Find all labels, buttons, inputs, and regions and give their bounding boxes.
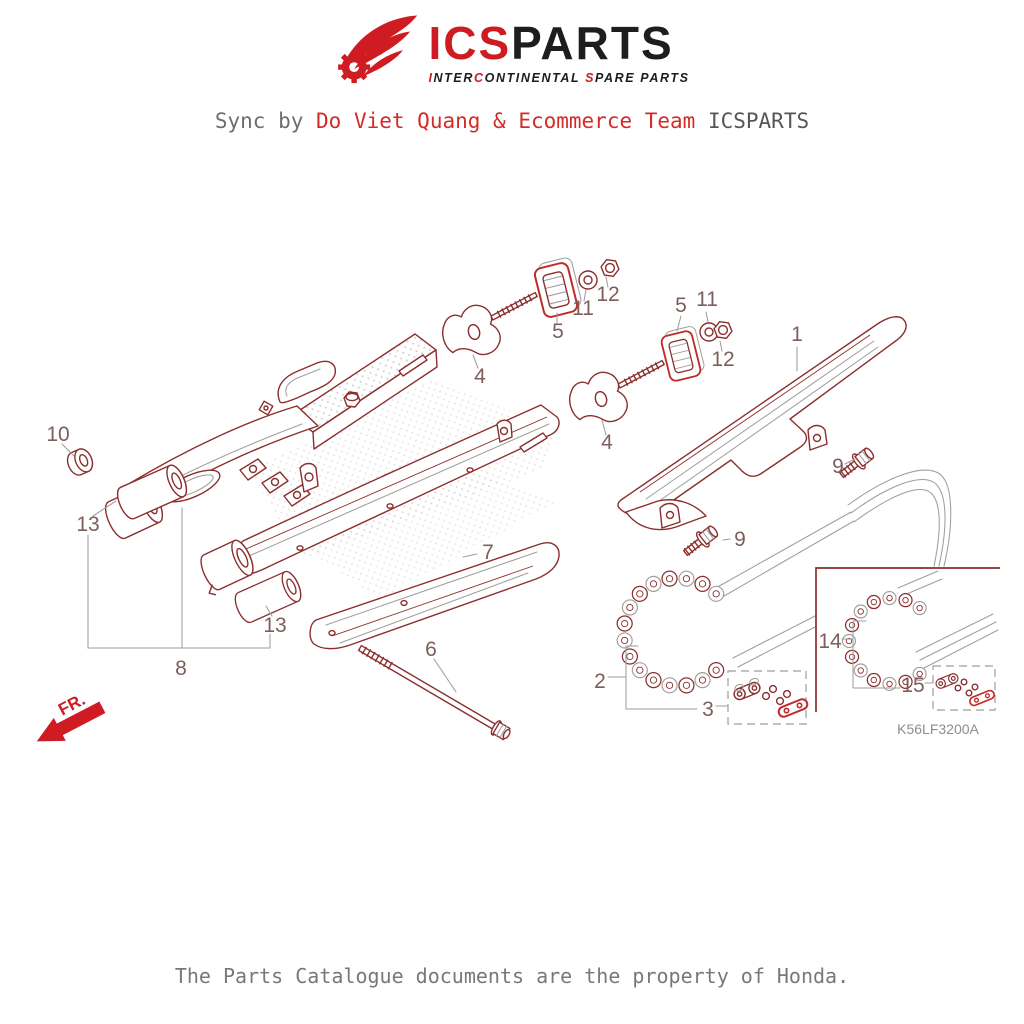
icsparts-logo: ICSPARTS INTERCONTINENTAL SPARE PARTS xyxy=(0,12,1024,92)
detail-box: K56LF3200A xyxy=(815,567,1000,737)
callout-4-right: 4 xyxy=(601,431,613,454)
callout-14: 14 xyxy=(818,630,842,653)
chain-case-drawing xyxy=(617,316,907,531)
chain-adjuster-left-drawing xyxy=(442,291,538,356)
leader-lines xyxy=(61,276,934,710)
collar-right-drawing xyxy=(234,570,302,624)
nut-right-drawing xyxy=(713,320,733,340)
callout-7: 7 xyxy=(482,541,494,564)
case-bolt-upper-drawing xyxy=(838,447,875,479)
nut-left-drawing xyxy=(600,258,620,278)
callout-4-left: 4 xyxy=(474,365,486,388)
chain-slider-drawing xyxy=(309,542,560,650)
callout-1: 1 xyxy=(791,323,803,346)
callout-12-left: 12 xyxy=(596,283,619,306)
callouts: 1 2 3 4 4 5 5 6 7 8 9 9 10 11 11 12 12 1… xyxy=(46,283,924,721)
sync-prefix: Sync by xyxy=(214,109,317,133)
callout-6: 6 xyxy=(425,638,437,661)
handle-bolt xyxy=(258,400,274,416)
sync-brand: ICSPARTS xyxy=(707,109,810,133)
callout-11-right: 11 xyxy=(696,288,718,311)
chain-detail-drawing xyxy=(841,590,927,692)
drawing-code: K56LF3200A xyxy=(897,721,979,737)
wing-icon xyxy=(345,15,418,76)
callout-8: 8 xyxy=(175,657,187,680)
logo-title: ICSPARTS xyxy=(428,20,673,66)
chain-adjuster-right-drawing xyxy=(569,359,665,423)
footer-notice: The Parts Catalogue documents are the pr… xyxy=(174,964,850,988)
callout-11-left: 11 xyxy=(572,297,594,320)
callout-5-right: 5 xyxy=(675,294,687,317)
callout-9-lower: 9 xyxy=(734,528,746,551)
callout-12-right: 12 xyxy=(711,348,734,371)
callout-10: 10 xyxy=(46,423,69,446)
pivot-tube-right xyxy=(200,539,254,596)
callout-5-left: 5 xyxy=(552,320,564,343)
slider-block-left-drawing xyxy=(533,257,582,318)
callout-13-left: 13 xyxy=(76,513,99,536)
slider-block-right-drawing xyxy=(660,326,705,382)
header: ICSPARTS INTERCONTINENTAL SPARE PARTS xyxy=(0,12,1024,92)
collar-left-drawing xyxy=(116,464,188,520)
wing-gear-icon xyxy=(338,15,418,84)
slider-bolt-drawing xyxy=(357,644,511,741)
callout-15: 15 xyxy=(901,674,924,697)
callout-13-right: 13 xyxy=(263,614,286,637)
sync-team: Do Viet Quang & Ecommerce Team xyxy=(316,109,708,133)
hex-plug xyxy=(343,391,361,408)
sync-credit-line: Sync by Do Viet Quang & Ecommerce Team I… xyxy=(0,108,1024,134)
logo-tagline: INTERCONTINENTAL SPARE PARTS xyxy=(428,70,690,85)
callout-9-upper: 9 xyxy=(832,455,844,478)
joint-detail-drawing xyxy=(932,665,996,711)
logo-text: ICSPARTS INTERCONTINENTAL SPARE PARTS xyxy=(428,20,689,85)
logo-title-accent: ICS xyxy=(428,16,512,69)
callout-2: 2 xyxy=(594,670,606,693)
case-bolt-lower-drawing xyxy=(682,525,719,557)
logo-title-rest: PARTS xyxy=(511,16,674,69)
front-direction-arrow: FR. xyxy=(36,690,106,742)
callout-3: 3 xyxy=(702,698,714,721)
drive-chain-drawing xyxy=(616,469,952,694)
washer-left-drawing xyxy=(578,270,598,290)
chain-joint-set-drawing xyxy=(727,670,809,725)
